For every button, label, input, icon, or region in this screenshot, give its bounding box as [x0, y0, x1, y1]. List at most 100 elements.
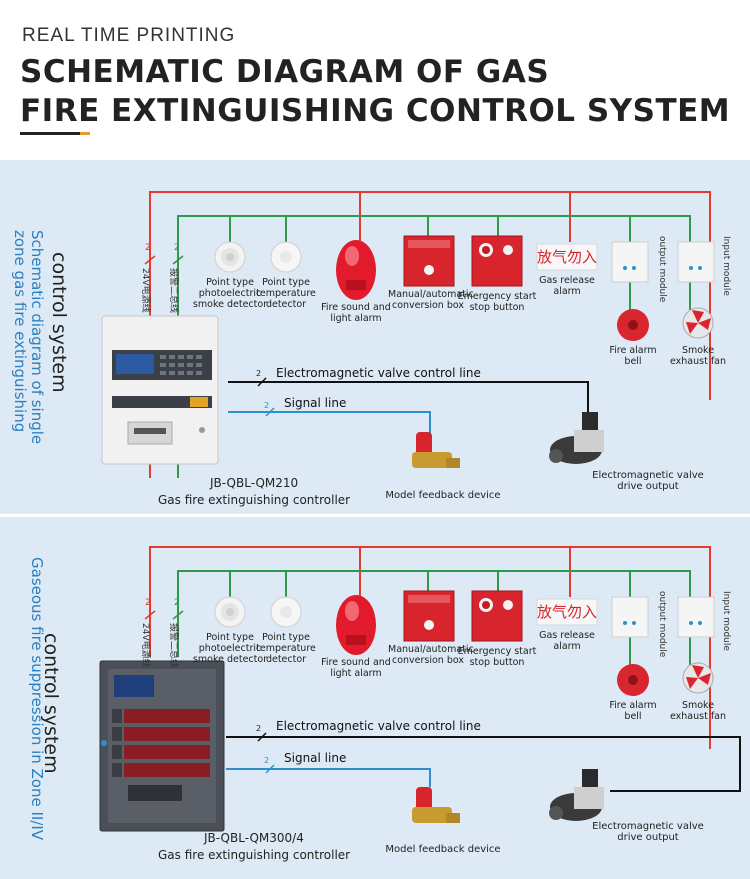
bus-line-label: 报警二总线: [168, 268, 178, 314]
controller-model: JB-QBL-QM210: [210, 476, 299, 490]
fire-alarm-bell-icon: [617, 309, 649, 341]
signal-line: [228, 411, 431, 434]
conversion-box-icon: [403, 590, 455, 642]
signal-line-label: Signal line: [284, 396, 347, 410]
gas-release-sign-icon: [536, 243, 598, 271]
sound-light-alarm-label: Fire sound and light alarm: [321, 302, 391, 324]
exhaust-fan-label: Smoke exhaust fan: [669, 700, 727, 722]
gas-release-label: Gas release alarm: [539, 275, 595, 297]
conversion-box-icon: [403, 235, 455, 287]
panel-divider: [0, 514, 750, 517]
title-underline: [20, 132, 80, 135]
output-module-icon: [611, 596, 649, 638]
controller-desc: Gas fire extinguishing controller: [158, 493, 351, 507]
valve-drive-icon: [549, 412, 604, 464]
controller-qm300: [99, 660, 225, 832]
panel2-title-sub: Gaseous fire suppression in Zone II/IV: [28, 557, 46, 841]
signal-wire-mark: [265, 764, 275, 774]
signal-wire-mark: [265, 407, 275, 417]
conversion-box-label: Manual/automatic conversion box: [388, 644, 474, 666]
gas-release-sign-icon: [536, 598, 598, 626]
wiring-diagram: [101, 191, 715, 478]
valve-drive-icon: [549, 769, 604, 821]
input-module-label: Input module: [721, 591, 731, 651]
power-line-label: 24V电源线: [140, 623, 150, 668]
controller-model: JB-QBL-QM300/4: [204, 831, 304, 845]
control-wire-mark: [257, 732, 267, 742]
temperature-detector-label: Point type temperature detector: [256, 632, 316, 665]
valve-control-line-label: Electromagnetic valve control line: [276, 719, 481, 733]
sound-light-alarm-icon: [336, 240, 376, 300]
exhaust-fan-icon: [682, 307, 714, 339]
exhaust-fan-icon: [682, 662, 714, 694]
temperature-detector-label: Point type temperature detector: [256, 277, 316, 310]
wire-mark-power: [144, 610, 156, 620]
wire-mark-bus-label: 2: [174, 243, 180, 253]
control-wire-mark: [257, 377, 267, 387]
gas-release-label: Gas release alarm: [539, 630, 595, 652]
input-module-icon: [677, 596, 715, 638]
temperature-detector-icon: [270, 241, 302, 273]
alarm-bell-label: Fire alarm bell: [609, 345, 657, 367]
output-module-label: output module: [657, 591, 667, 658]
diagram-panel-zone-ii-iv: control system Gaseous fire suppression …: [0, 517, 750, 879]
panel1-title-sub-line1: Schematic diagram of single: [28, 230, 46, 445]
valve-drive-label: Electromagnetic valve drive output: [592, 821, 704, 843]
emergency-button-label: Emergency start stop button: [457, 291, 537, 313]
wire-mark-power: [144, 255, 156, 265]
exhaust-fan-label: Smoke exhaust fan: [669, 345, 727, 367]
power-line: [149, 546, 711, 749]
header: REAL TIME PRINTING SCHEMATIC DIAGRAM OF …: [0, 0, 750, 160]
wire-mark-bus-label: 2: [174, 598, 180, 608]
feedback-device-icon: [412, 432, 460, 468]
signal-wire-mark-label: 2: [264, 756, 270, 765]
panel1-title-main: control system: [48, 252, 70, 393]
control-wire-mark-label: 2: [256, 369, 262, 378]
page-title-line2: FIRE EXTINGUISHING CONTROL SYSTEM: [20, 93, 731, 129]
signal-line-label: Signal line: [284, 751, 347, 765]
header-kicker: REAL TIME PRINTING: [22, 25, 236, 46]
wire-mark-bus: [172, 255, 184, 265]
input-module-label: Input module: [721, 236, 731, 296]
emergency-button-icon: [471, 235, 523, 287]
panel1-title-sub-line2: zone gas fire extinguishing: [11, 230, 29, 433]
wire-mark-power-label: 2: [145, 243, 151, 253]
fire-alarm-bell-icon: [617, 664, 649, 696]
bus-line-label: 报警二总线: [168, 623, 178, 669]
control-wire-mark-label: 2: [256, 724, 262, 733]
valve-control-line-label: Electromagnetic valve control line: [276, 366, 481, 380]
page-title-line1: SCHEMATIC DIAGRAM OF GAS: [20, 54, 550, 90]
emergency-button-label: Emergency start stop button: [457, 646, 537, 668]
diagram-panel-single-zone: control system Schematic diagram of sing…: [0, 160, 750, 514]
power-line-label: 24V电源线: [140, 268, 150, 313]
valve-drive-label: Electromagnetic valve drive output: [592, 470, 704, 492]
output-module-icon: [611, 241, 649, 283]
signal-wire-mark-label: 2: [264, 401, 270, 410]
valve-control-line: [226, 736, 741, 792]
gas-release-sign-text: 放气勿入: [537, 248, 598, 266]
alarm-bell-label: Fire alarm bell: [609, 700, 657, 722]
feedback-device-label: Model feedback device: [385, 844, 501, 855]
wire-mark-bus: [172, 610, 184, 620]
controller-qm210: [101, 315, 219, 465]
valve-control-line: [228, 381, 589, 422]
wiring-diagram: [99, 546, 741, 832]
gas-release-sign-text: 放气勿入: [537, 603, 598, 621]
title-accent: [80, 132, 90, 135]
smoke-detector-icon: [214, 596, 246, 628]
output-module-label: output module: [657, 236, 667, 303]
smoke-detector-label: Point type photoelectric smoke detector: [192, 632, 268, 665]
emergency-button-icon: [471, 590, 523, 642]
input-module-icon: [677, 241, 715, 283]
conversion-box-label: Manual/automatic conversion box: [388, 289, 474, 311]
temperature-detector-icon: [270, 596, 302, 628]
sound-light-alarm-icon: [336, 595, 376, 655]
controller-desc: Gas fire extinguishing controller: [158, 848, 351, 862]
feedback-device-label: Model feedback device: [385, 490, 501, 501]
signal-line: [226, 768, 431, 787]
smoke-detector-label: Point type photoelectric smoke detector: [192, 277, 268, 310]
sound-light-alarm-label: Fire sound and light alarm: [321, 657, 391, 679]
wire-mark-power-label: 2: [145, 598, 151, 608]
smoke-detector-icon: [214, 241, 246, 273]
feedback-device-icon: [412, 787, 460, 823]
